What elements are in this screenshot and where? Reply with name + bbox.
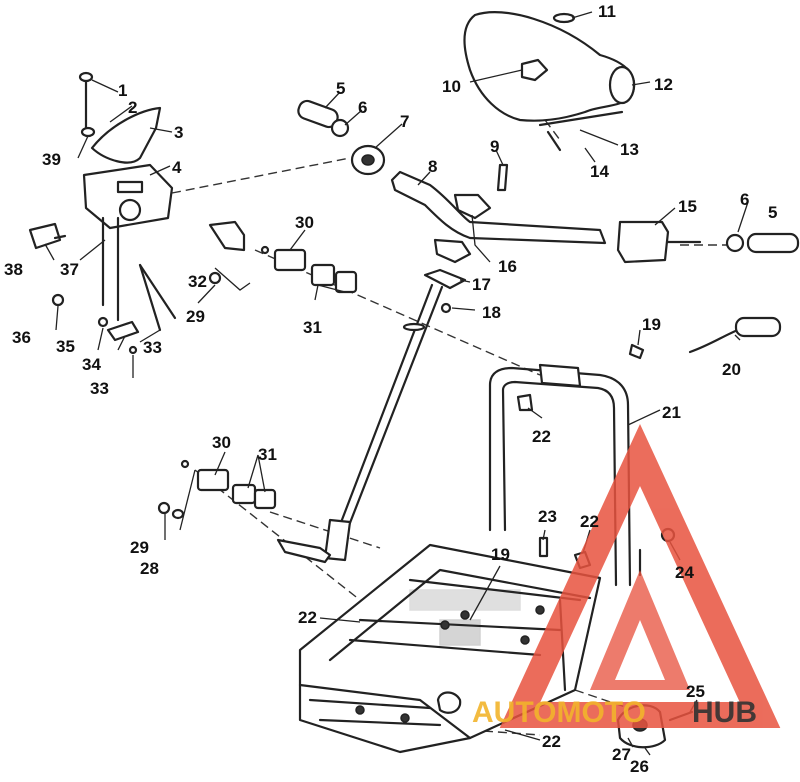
callout-6b: 6 (740, 190, 749, 209)
callout-38: 38 (4, 260, 23, 279)
callout-28: 28 (140, 559, 159, 578)
watermark-text-part2: HUB (692, 696, 757, 729)
callout-32: 32 (188, 272, 207, 291)
callout-18: 18 (482, 303, 501, 322)
callout-5b: 5 (768, 203, 777, 222)
leader-lines (44, 11, 749, 756)
callout-33a: 33 (143, 338, 162, 357)
callout-15: 15 (678, 197, 697, 216)
steering-post (276, 268, 467, 564)
callout-34: 34 (82, 355, 101, 374)
callout-2: 2 (128, 98, 137, 117)
handlebar-pad (463, 11, 636, 152)
callout-31b: 31 (258, 445, 277, 464)
callout-29b: 29 (130, 538, 149, 557)
callout-14: 14 (590, 162, 609, 181)
callout-10: 10 (442, 77, 461, 96)
callout-11: 11 (598, 2, 616, 21)
callout-31a: 31 (303, 318, 322, 337)
callout-12: 12 (654, 75, 673, 94)
steering-clamps-lower (157, 459, 277, 520)
callout-20: 20 (722, 360, 741, 379)
steering-hoop (488, 343, 645, 587)
callout-labels: 1 2 3 4 5 5 6 6 7 8 9 10 11 12 13 14 15 … (4, 2, 777, 776)
callout-27: 27 (612, 745, 631, 764)
callout-39: 39 (42, 150, 61, 169)
callout-37: 37 (60, 260, 79, 279)
watermark-triangle-icon (499, 423, 781, 728)
callout-22a: 22 (532, 427, 551, 446)
callout-25: 25 (686, 682, 705, 701)
callout-9: 9 (490, 137, 499, 156)
wire-harness (688, 316, 782, 354)
watermark-logo (499, 423, 781, 728)
callout-26: 26 (630, 757, 649, 776)
callout-30b: 30 (212, 433, 231, 452)
callout-36: 36 (12, 328, 31, 347)
watermark-text-part1: AUTOMOTO (472, 696, 646, 729)
callout-29a: 29 (186, 307, 205, 326)
callout-4: 4 (172, 158, 182, 177)
callout-24: 24 (675, 563, 694, 582)
callout-5a: 5 (336, 79, 345, 98)
callout-33b: 33 (90, 379, 109, 398)
callout-17: 17 (472, 275, 491, 294)
callout-1: 1 (118, 81, 127, 100)
callout-23: 23 (538, 507, 557, 526)
callout-30a: 30 (295, 213, 314, 232)
callout-3: 3 (174, 123, 183, 142)
steering-clamps-upper (208, 220, 358, 294)
callout-6a: 6 (358, 98, 367, 117)
callout-22c: 22 (298, 608, 317, 627)
callout-19a: 19 (642, 315, 661, 334)
callout-8: 8 (428, 157, 437, 176)
callout-22d: 22 (542, 732, 561, 751)
handlebar (390, 163, 800, 264)
callout-16: 16 (498, 257, 517, 276)
callout-35: 35 (56, 337, 75, 356)
left-grip-parts (297, 99, 386, 176)
callout-19b: 19 (491, 545, 510, 564)
callout-13: 13 (620, 140, 639, 159)
callout-22b: 22 (580, 512, 599, 531)
callout-7: 7 (400, 112, 409, 131)
left-bracket-assembly (28, 71, 177, 355)
callout-21: 21 (662, 403, 681, 422)
